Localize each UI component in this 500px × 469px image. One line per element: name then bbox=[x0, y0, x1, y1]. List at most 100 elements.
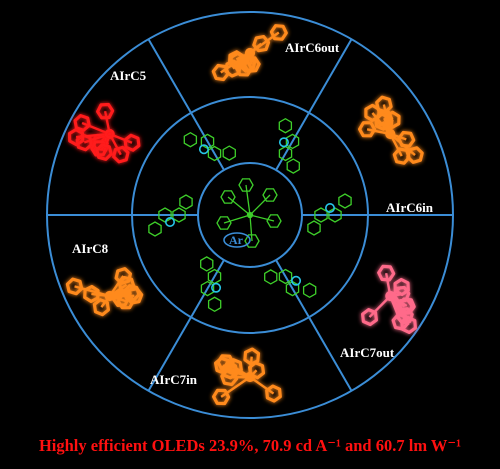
central-complex-sketch bbox=[216, 178, 282, 248]
aromatic-ring bbox=[65, 277, 84, 296]
ligand-ring bbox=[307, 220, 321, 236]
iridium-atom bbox=[385, 290, 396, 302]
aromatic-ring bbox=[393, 277, 410, 297]
ligand-sketch bbox=[200, 256, 222, 313]
label-airc5: AIrC5 bbox=[110, 68, 147, 83]
inner-spoke bbox=[275, 112, 310, 171]
coordination-bond bbox=[245, 184, 251, 216]
ligand-layer bbox=[148, 117, 352, 313]
label-airc7out: AIrC7out bbox=[340, 345, 395, 360]
ligand-sketch bbox=[148, 194, 193, 237]
aromatic-ring bbox=[392, 147, 411, 165]
aromatic-ring bbox=[248, 361, 266, 380]
aromatic-ring bbox=[123, 133, 141, 152]
aromatic-ring bbox=[377, 264, 396, 282]
molecule-airc8 bbox=[65, 267, 144, 317]
position-marker bbox=[165, 217, 176, 228]
aromatic-ring bbox=[95, 143, 113, 161]
molecule-airc7in bbox=[212, 347, 282, 406]
aromatic-ring bbox=[265, 384, 282, 403]
aromatic-ring bbox=[391, 313, 410, 331]
ligand-ring bbox=[278, 117, 293, 134]
inner-spoke bbox=[190, 259, 225, 318]
molecule-airc6out bbox=[211, 24, 288, 82]
molecule-airc7out bbox=[361, 264, 417, 334]
ring-structure bbox=[46, 11, 454, 419]
aromatic-ring bbox=[252, 34, 271, 53]
ligand-ring bbox=[172, 207, 186, 223]
label-layer: AIrC6out AIrC6in AIrC7out AIrC7in AIrC8 … bbox=[72, 40, 434, 387]
aromatic-ring bbox=[397, 297, 416, 315]
inner-spoke bbox=[190, 112, 225, 171]
aromatic-ring bbox=[75, 133, 93, 152]
coordination-bond bbox=[249, 214, 253, 242]
core-iridium bbox=[246, 211, 254, 219]
aromatic-ring bbox=[228, 50, 245, 69]
aromatic-ring bbox=[111, 145, 130, 164]
molecule-airc6in bbox=[358, 95, 424, 165]
aromatic-ring bbox=[361, 308, 378, 327]
aromatic-ring bbox=[212, 388, 231, 406]
molecule-layer bbox=[65, 24, 424, 406]
position-marker bbox=[324, 203, 335, 214]
ligand-ring bbox=[148, 221, 162, 237]
coordination-bond bbox=[227, 196, 251, 216]
iridium-atom bbox=[104, 290, 115, 302]
aromatic-ring bbox=[243, 347, 261, 366]
ligand-sketch bbox=[264, 268, 317, 299]
label-airc7in: AIrC7in bbox=[150, 372, 198, 387]
coordination-bond bbox=[249, 214, 275, 222]
ligand-sketch bbox=[307, 193, 352, 236]
core-ring bbox=[238, 178, 254, 192]
position-marker bbox=[291, 275, 302, 286]
core-ring bbox=[244, 234, 260, 248]
ligand-ring bbox=[158, 207, 172, 223]
headline-tagline: Highly efficient OLEDs 23.9%, 70.9 cd A⁻… bbox=[38, 436, 462, 455]
outer-spoke bbox=[147, 316, 192, 392]
iridium-atom bbox=[385, 128, 396, 140]
coordination-bond bbox=[223, 214, 251, 224]
label-airc6in: AIrC6in bbox=[386, 200, 434, 215]
inner-spoke bbox=[275, 259, 310, 318]
molecule-airc5 bbox=[67, 102, 141, 164]
aromatic-ring bbox=[95, 102, 115, 120]
aromatic-ring bbox=[269, 24, 288, 41]
label-airc8: AIrC8 bbox=[72, 241, 109, 256]
outer-spoke bbox=[308, 38, 353, 114]
aromatic-ring bbox=[90, 140, 109, 157]
core-ring bbox=[216, 216, 232, 230]
ligand-ring bbox=[286, 158, 300, 174]
aromatic-ring bbox=[92, 298, 111, 317]
ligand-ring bbox=[200, 256, 214, 272]
ligand-ring bbox=[183, 131, 198, 148]
aromatic-ring bbox=[83, 284, 100, 303]
ar-group-ring bbox=[223, 232, 251, 248]
ligand-ring bbox=[338, 193, 352, 209]
ligand-ring bbox=[264, 269, 278, 285]
aromatic-ring bbox=[220, 368, 239, 387]
aromatic-ring bbox=[406, 146, 424, 164]
ligand-sketch bbox=[183, 131, 236, 162]
ligand-sketch bbox=[278, 117, 300, 174]
aromatic-ring bbox=[114, 267, 132, 285]
ligand-ring bbox=[222, 145, 236, 161]
ligand-ring bbox=[302, 282, 317, 299]
aromatic-ring bbox=[117, 276, 136, 294]
outer-spoke bbox=[308, 316, 353, 392]
ligand-ring bbox=[278, 268, 293, 285]
iridium-atom bbox=[104, 128, 115, 140]
core-ring bbox=[266, 214, 282, 228]
ligand-ring bbox=[285, 280, 300, 297]
central-complex bbox=[216, 178, 282, 248]
position-marker bbox=[198, 144, 209, 155]
iridium-atom bbox=[244, 371, 256, 383]
position-marker bbox=[278, 137, 289, 148]
aromatic-ring bbox=[358, 121, 377, 138]
position-marker bbox=[211, 282, 222, 293]
iridium-atom bbox=[244, 47, 256, 59]
aromatic-ring bbox=[397, 130, 416, 148]
aromatic-ring bbox=[73, 113, 91, 132]
outer-spoke bbox=[147, 38, 192, 114]
core-ring bbox=[220, 190, 236, 204]
